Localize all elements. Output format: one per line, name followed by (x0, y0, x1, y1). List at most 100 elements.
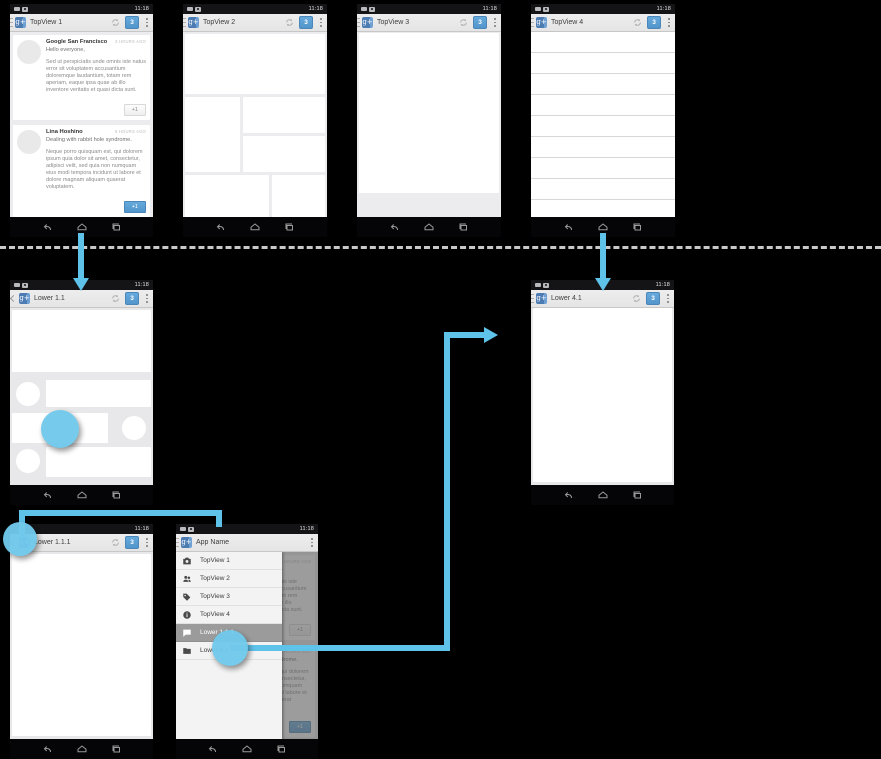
grid-card[interactable] (185, 97, 240, 172)
comment-detail-content (10, 552, 153, 739)
camera-icon (183, 557, 191, 564)
app-logo-icon[interactable]: g+ (536, 17, 547, 28)
back-button[interactable] (563, 489, 575, 501)
refresh-icon[interactable] (111, 18, 120, 27)
back-button[interactable] (42, 743, 54, 755)
drawer-item-topview1[interactable]: TopView 1 (176, 552, 282, 570)
list-item[interactable] (531, 200, 675, 217)
notifications-badge[interactable]: 3 (125, 292, 139, 305)
back-button[interactable] (389, 221, 401, 233)
overflow-menu-icon[interactable] (144, 18, 150, 28)
phone-topview2: 11:18 g+ TopView 2 3 (183, 3, 327, 237)
plus-one-button[interactable]: +1 (123, 104, 146, 116)
folder-icon (183, 647, 191, 654)
recents-button[interactable] (631, 489, 643, 501)
camera-status-icon (195, 6, 201, 12)
overflow-menu-icon[interactable] (144, 538, 150, 548)
chat-icon (183, 629, 191, 637)
recents-button[interactable] (110, 743, 122, 755)
comment-bubble[interactable] (46, 380, 151, 407)
home-button[interactable] (597, 489, 609, 501)
comment-bubble[interactable] (46, 447, 151, 477)
overflow-menu-icon[interactable] (666, 18, 672, 28)
app-logo-icon[interactable]: g+ (19, 293, 30, 304)
list-item[interactable] (531, 74, 675, 95)
touch-point-comment (41, 410, 79, 448)
recents-button[interactable] (275, 743, 287, 755)
overflow-menu-icon[interactable] (309, 538, 315, 548)
home-button[interactable] (76, 489, 88, 501)
notifications-badge[interactable]: 3 (125, 536, 139, 549)
home-button[interactable] (76, 221, 88, 233)
drawer-peek-icon (357, 18, 360, 27)
list-item[interactable] (531, 158, 675, 179)
navigation-bar (10, 485, 153, 505)
overflow-menu-icon[interactable] (492, 18, 498, 28)
home-button[interactable] (249, 221, 261, 233)
notifications-badge[interactable]: 3 (473, 16, 487, 29)
grid-card[interactable] (185, 34, 325, 94)
notifications-badge[interactable]: 3 (299, 16, 313, 29)
up-caret-icon[interactable] (9, 294, 18, 303)
back-button[interactable] (215, 221, 227, 233)
refresh-icon[interactable] (633, 18, 642, 27)
list-item[interactable] (531, 179, 675, 200)
list-item[interactable] (531, 137, 675, 158)
home-button[interactable] (423, 221, 435, 233)
recents-button[interactable] (110, 221, 122, 233)
grid-card[interactable] (243, 97, 325, 133)
detail-content (531, 308, 674, 485)
refresh-icon[interactable] (111, 294, 120, 303)
action-bar: g+ App Name (176, 534, 318, 552)
notification-icon (180, 527, 186, 531)
timestamp: 6 HOURS AGO (114, 129, 146, 134)
app-logo-icon[interactable]: g+ (181, 537, 192, 548)
list-item[interactable] (531, 95, 675, 116)
list-item[interactable] (531, 32, 675, 53)
overflow-menu-icon[interactable] (318, 18, 324, 28)
feed-content: Google San Francisco 3 HOURS AGO Hello e… (10, 32, 153, 217)
app-logo-icon[interactable]: g+ (15, 17, 26, 28)
recents-button[interactable] (631, 221, 643, 233)
overflow-menu-icon[interactable] (144, 294, 150, 304)
back-button[interactable] (207, 743, 219, 755)
back-button[interactable] (563, 221, 575, 233)
back-button[interactable] (42, 221, 54, 233)
refresh-icon[interactable] (111, 538, 120, 547)
home-button[interactable] (241, 743, 253, 755)
feed-card[interactable]: Lina Hoshino 6 HOURS AGO Dealing with ra… (13, 125, 150, 217)
app-logo-icon[interactable]: g+ (188, 17, 199, 28)
plus-one-button[interactable]: +1 (123, 201, 146, 213)
back-button[interactable] (42, 489, 54, 501)
status-bar: 11:18 (10, 4, 153, 14)
app-logo-icon[interactable]: g+ (362, 17, 373, 28)
recents-button[interactable] (110, 489, 122, 501)
notification-icon (14, 7, 20, 11)
recents-button[interactable] (283, 221, 295, 233)
refresh-icon[interactable] (632, 294, 641, 303)
drawer-item-topview4[interactable]: TopView 4 (176, 606, 282, 624)
page-title: App Name (196, 539, 230, 546)
feed-card[interactable]: Google San Francisco 3 HOURS AGO Hello e… (13, 35, 150, 120)
recents-button[interactable] (457, 221, 469, 233)
home-button[interactable] (76, 743, 88, 755)
grid-card[interactable] (272, 175, 325, 217)
app-logo-icon[interactable]: g+ (536, 293, 547, 304)
post-intro: Dealing with rabbit hole syndrome. (46, 137, 132, 143)
notifications-badge[interactable]: 3 (646, 292, 660, 305)
overflow-menu-icon[interactable] (665, 294, 671, 304)
post-card (12, 310, 151, 372)
grid-card[interactable] (185, 175, 269, 217)
home-button[interactable] (597, 221, 609, 233)
refresh-icon[interactable] (285, 18, 294, 27)
drawer-item-topview2[interactable]: TopView 2 (176, 570, 282, 588)
grid-card[interactable] (243, 136, 325, 172)
drawer-item-topview3[interactable]: TopView 3 (176, 588, 282, 606)
list-item[interactable] (531, 53, 675, 74)
page-title: TopView 1 (30, 19, 63, 26)
refresh-icon[interactable] (459, 18, 468, 27)
navigation-bar (10, 739, 153, 759)
notifications-badge[interactable]: 3 (647, 16, 661, 29)
notifications-badge[interactable]: 3 (125, 16, 139, 29)
list-item[interactable] (531, 116, 675, 137)
